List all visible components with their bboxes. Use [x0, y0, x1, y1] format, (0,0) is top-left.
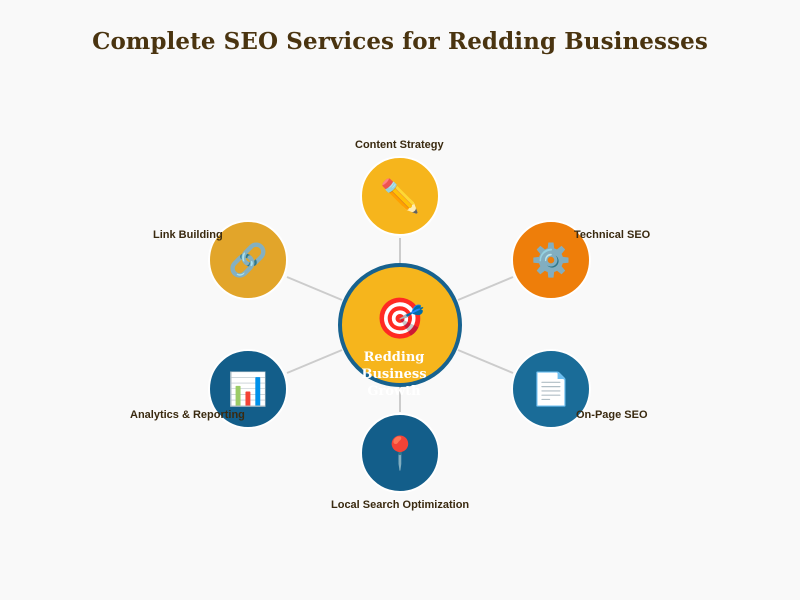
service-node-local-search-optimization: 📍: [360, 413, 440, 493]
link-icon: 🔗: [228, 241, 268, 279]
service-node-on-page-seo: 📄: [511, 349, 591, 429]
service-label-link-building: Link Building: [153, 229, 223, 241]
service-label-on-page-seo: On-Page SEO: [576, 409, 648, 421]
service-label-content-strategy: Content Strategy: [355, 139, 444, 151]
service-label-analytics-reporting: Analytics & Reporting: [130, 409, 245, 421]
service-label-local-search-optimization: Local Search Optimization: [331, 499, 470, 511]
page-title: Complete SEO Services for Redding Busine…: [92, 28, 708, 55]
gear-icon: ⚙️: [531, 241, 571, 279]
connector-on-page-seo: [457, 349, 514, 374]
center-hub: 🎯 Redding Business Growth: [338, 263, 462, 399]
connector-analytics: [286, 349, 343, 374]
center-label-line2: Growth: [367, 384, 421, 399]
connector-technical-seo: [457, 276, 514, 301]
service-node-link-building: 🔗: [208, 220, 288, 300]
service-node-analytics-reporting: 📊: [208, 349, 288, 429]
center-label: Redding Business Growth: [332, 349, 456, 400]
service-node-technical-seo: ⚙️: [511, 220, 591, 300]
target-icon: 🎯: [375, 296, 425, 342]
center-label-line1: Redding Business: [361, 350, 427, 382]
bar-chart-icon: 📊: [228, 370, 268, 408]
connector-link-building: [286, 276, 343, 301]
service-node-content-strategy: ✏️: [360, 156, 440, 236]
map-pin-icon: 📍: [380, 434, 420, 472]
service-label-technical-seo: Technical SEO: [574, 229, 651, 241]
pencil-icon: ✏️: [380, 177, 420, 215]
document-icon: 📄: [531, 370, 571, 408]
